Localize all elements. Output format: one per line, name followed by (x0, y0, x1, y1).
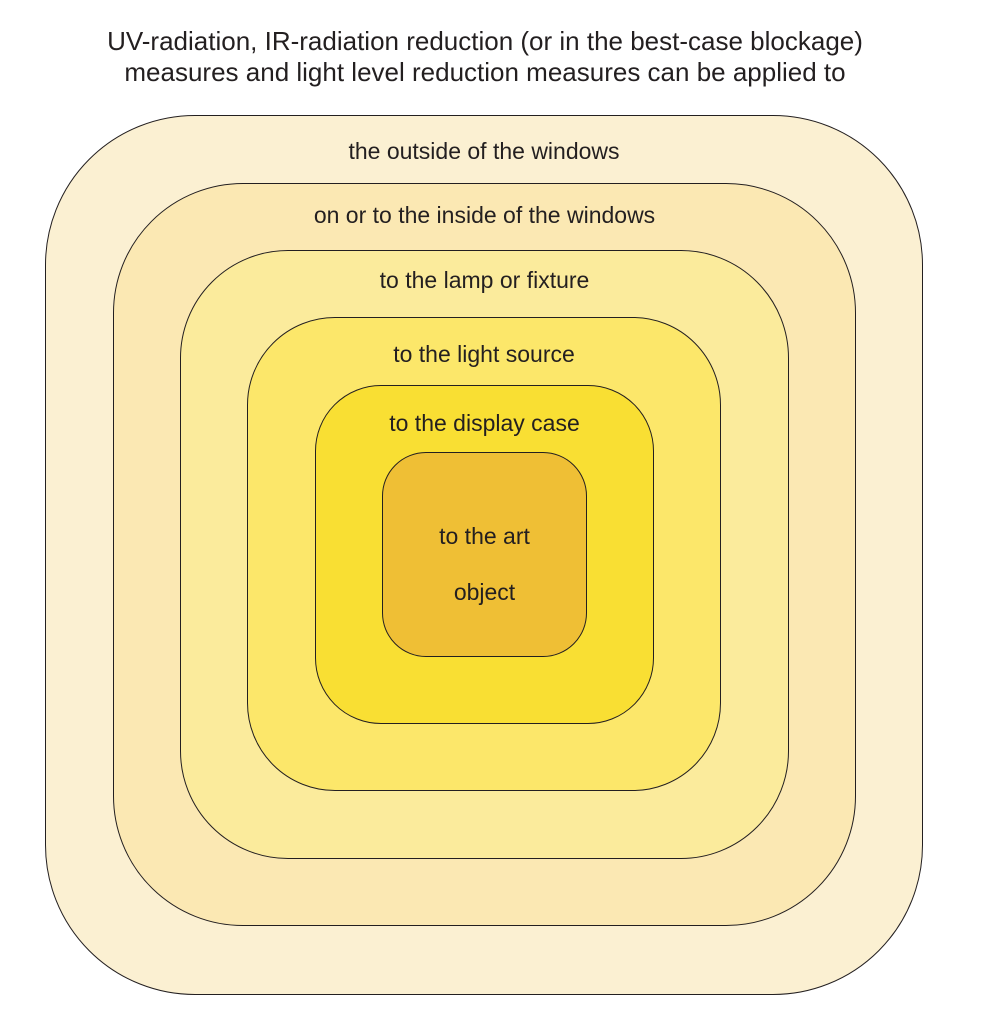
art-object-label-line-2: object (453, 579, 516, 605)
layer-label-inside-windows: on or to the inside of the windows (313, 202, 656, 228)
layer-label-light-source: to the light source (393, 341, 575, 367)
layer-art-object: to the art object (382, 452, 587, 657)
layer-label-lamp-fixture: to the lamp or fixture (379, 267, 590, 293)
art-object-label-line-1: to the art (439, 523, 530, 549)
layer-label-display-case: to the display case (389, 410, 580, 436)
layer-label-art-object: to the art object (383, 508, 586, 620)
title-line-1: UV-radiation, IR-radiation reduction (or… (107, 26, 863, 56)
diagram-title: UV-radiation, IR-radiation reduction (or… (0, 26, 970, 88)
layer-label-outside-windows: the outside of the windows (348, 138, 620, 164)
title-line-2: measures and light level reduction measu… (124, 57, 846, 87)
